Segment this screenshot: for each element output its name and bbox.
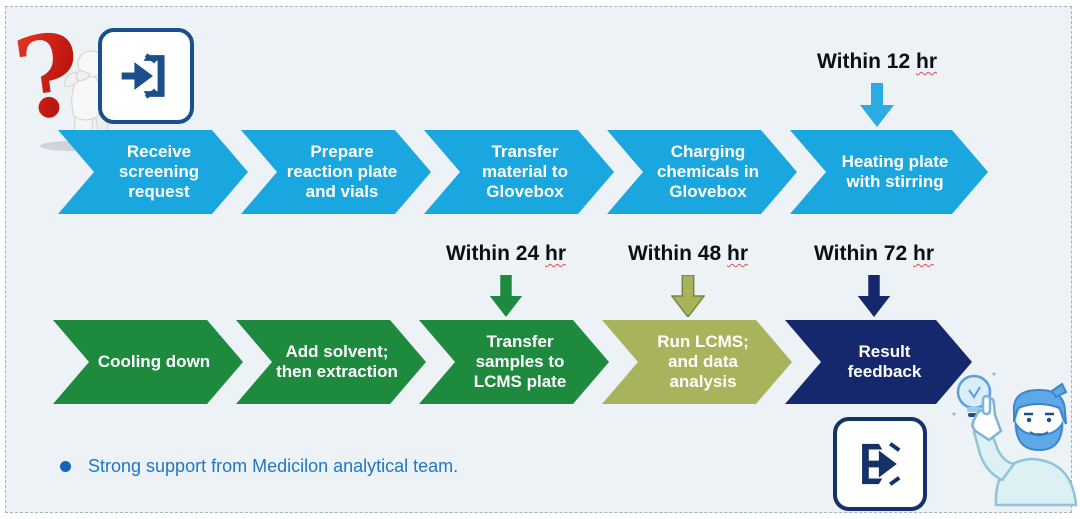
down-arrow-icon — [671, 275, 705, 317]
bullet-icon — [60, 461, 71, 472]
flow-step-label: Heating plate with stirring — [841, 151, 949, 191]
timer-within-72hr: Within 72 hr — [783, 242, 965, 317]
down-arrow-icon — [860, 83, 894, 127]
timer-label: Within 72 hr — [814, 242, 934, 265]
down-arrow-icon — [489, 275, 523, 317]
flow-step-label: Prepare reaction plate and vials — [286, 141, 398, 202]
flow-step-label: Run LCMS; and data analysis — [657, 331, 749, 392]
flow-step-label: Receive screening request — [118, 141, 200, 202]
down-arrow-icon — [857, 275, 891, 317]
flow-step-label: Transfer samples to LCMS plate — [473, 331, 567, 392]
flow-step-label: Charging chemicals in Glovebox — [656, 141, 760, 202]
flow-step-label: Transfer material to Glovebox — [482, 141, 568, 202]
footer-note-text: Strong support from Medicilon analytical… — [88, 456, 459, 476]
flow-step-label: Cooling down — [97, 351, 211, 371]
enter-icon — [98, 28, 194, 124]
footer-note: Strong support from Medicilon analytical… — [60, 456, 458, 477]
man-figure — [971, 382, 1078, 507]
timer-within-24hr: Within 24 hr — [415, 242, 597, 317]
timer-label: Within 12 hr — [817, 50, 937, 73]
flow-step-label: Result feedback — [847, 341, 922, 381]
exit-icon — [833, 417, 927, 511]
timer-label: Within 48 hr — [628, 242, 748, 265]
timer-within-48hr: Within 48 hr — [597, 242, 779, 317]
flow-step-label: Add solvent; then extraction — [276, 341, 398, 381]
flow-step-transfer-samples: Transfer samples to LCMS plate — [419, 320, 609, 404]
timer-within-12hr: Within 12 hr — [786, 50, 968, 127]
timer-label: Within 24 hr — [446, 242, 566, 265]
idea-person-illustration — [934, 362, 1080, 507]
